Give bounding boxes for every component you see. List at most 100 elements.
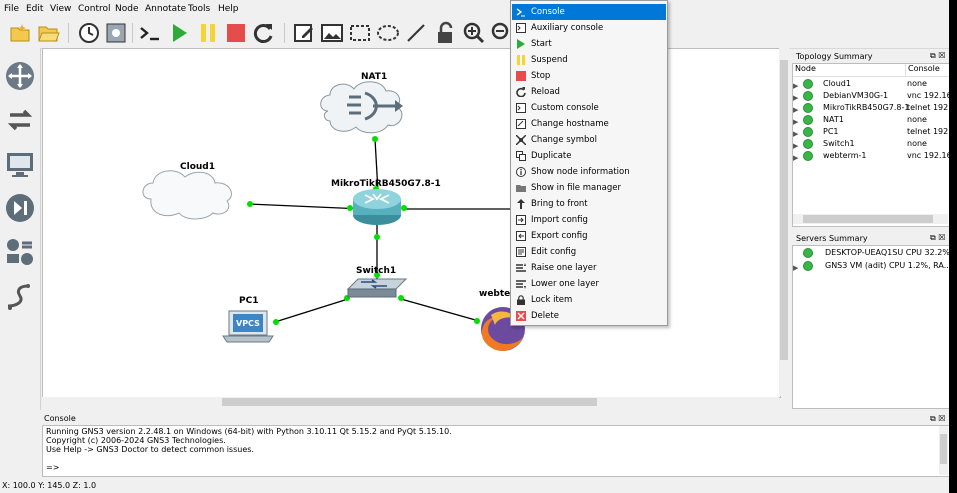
menu-tools[interactable]: Tools [188,4,211,14]
menu-delete[interactable]: Delete [512,308,666,324]
column-console[interactable]: Console [905,64,952,77]
menu-help[interactable]: Help [218,4,239,14]
console-scrollbar[interactable] [939,426,948,475]
expand-arrow-icon[interactable]: ▶ [793,118,799,126]
add-note-icon[interactable] [292,21,316,45]
status-green-icon [803,151,813,161]
canvas-vertical-scrollbar[interactable] [779,48,789,396]
menu-change-symbol[interactable]: Change symbol [512,132,666,148]
console-all-icon[interactable] [138,21,162,45]
link-endpoint [372,136,378,142]
open-project-icon[interactable] [36,21,60,45]
menu-auxiliary-console[interactable]: Auxiliary console [512,20,666,36]
menu-start[interactable]: Start [512,36,666,52]
switches-icon[interactable] [4,104,36,136]
suspend-all-icon[interactable] [196,21,220,45]
menu-show-in-file-manager[interactable]: Show in file manager [512,180,666,196]
menu-import-config[interactable]: Import config [512,212,666,228]
menu-raise-one-layer[interactable]: Raise one layer [512,260,666,276]
servers-dock-buttons[interactable]: ⧉ ☒ [930,233,946,242]
menu-console[interactable]: Console [512,4,666,20]
server-row[interactable]: DESKTOP-UEAQ1SU CPU 32.2%... [793,248,957,260]
menu-node[interactable]: Node [115,4,139,14]
lock-icon[interactable] [434,21,458,45]
link-endpoint [374,234,380,240]
status-green-icon [803,248,813,258]
stop-icon [516,71,526,81]
insert-picture-icon[interactable] [320,21,344,45]
expand-arrow-icon[interactable]: ▶ [793,82,799,90]
link-endpoint [401,205,407,211]
topology-row[interactable]: ▶ webterm-1 vnc 192.168 [793,151,957,162]
topology-row[interactable]: ▶ MikroTikRB450G7.8-1 telnet 192.1 [793,103,956,114]
menu-reload[interactable]: Reload [512,84,666,100]
menu-lock-item[interactable]: Lock item [512,292,666,308]
edit-config-icon [516,247,526,257]
folder-icon [516,185,526,192]
lower-layer-icon [516,280,526,289]
start-all-icon[interactable] [167,21,191,45]
expand-arrow-icon[interactable]: ▶ [793,142,799,150]
clock-icon[interactable] [77,21,101,45]
menu-stop[interactable]: Stop [512,68,666,84]
end-devices-icon[interactable] [4,148,36,180]
menu-annotate[interactable]: Annotate [145,4,187,14]
menu-control[interactable]: Control [78,4,111,14]
bring-front-icon [517,199,525,209]
menu-file[interactable]: File [4,4,20,14]
delete-icon [516,311,526,321]
menu-edit-config[interactable]: Edit config [512,244,666,260]
menu-show-node-information[interactable]: Show node information [512,164,666,180]
stop-all-icon[interactable] [224,21,248,45]
topology-row[interactable]: ▶ PC1 telnet 192.1 [793,127,956,138]
zoom-out-icon[interactable] [490,21,514,45]
draw-line-icon[interactable] [404,21,428,45]
menu-duplicate[interactable]: Duplicate [512,148,666,164]
topology-row[interactable]: ▶ Switch1 none [793,139,927,150]
topology-row[interactable]: ▶ NAT1 none [793,115,927,126]
menu-suspend[interactable]: Suspend [512,52,666,68]
snapshot-icon[interactable] [104,21,128,45]
draw-ellipse-icon[interactable] [376,21,400,45]
canvas-horizontal-scrollbar[interactable] [42,397,779,407]
server-row[interactable]: ▶ GNS3 VM (adit) CPU 1.2%, RA... [793,261,952,272]
add-link-icon[interactable] [4,282,36,314]
topology-canvas[interactable]: NAT1 Cloud1 MikroTikRB450G7.8-1 Switch1 … [42,48,781,398]
expand-arrow-icon[interactable]: ▶ [793,106,799,114]
menu-export-config[interactable]: Export config [512,228,666,244]
expand-arrow-icon[interactable]: ▶ [793,94,799,102]
draw-rectangle-icon[interactable] [348,21,372,45]
topology-row[interactable]: ▶ Cloud1 none [793,79,927,90]
zoom-in-icon[interactable] [462,21,486,45]
pc1-node-icon [222,310,274,343]
menu-bar: File Edit View Control Node Annotate Too… [0,0,957,18]
menu-bring-to-front[interactable]: Bring to front [512,196,666,212]
console-dock-buttons[interactable]: ⧉ ☒ [930,414,946,423]
all-devices-icon[interactable] [4,236,36,268]
menu-custom-console[interactable]: Custom console [512,100,666,116]
topology-horizontal-scrollbar[interactable] [793,214,948,224]
expand-arrow-icon[interactable]: ▶ [793,130,799,138]
new-project-icon[interactable] [8,21,32,45]
menu-lower-one-layer[interactable]: Lower one layer [512,276,666,292]
column-node[interactable]: Node [793,64,905,77]
link-endpoint [347,205,353,211]
expand-arrow-icon[interactable]: ▶ [793,154,799,162]
reload-all-icon[interactable] [252,21,276,45]
raise-layer-icon [516,263,526,272]
cloud1-node-icon [142,170,232,220]
console-output[interactable]: Running GNS3 version 2.2.48.1 on Windows… [42,425,950,477]
menu-view[interactable]: View [50,4,72,14]
topology-row[interactable]: ▶ DebianVM30G-1 vnc 192.168 [793,91,957,102]
console-prompt[interactable]: => [46,463,60,472]
switch-node-icon [346,278,408,298]
expand-arrow-icon[interactable]: ▶ [793,264,799,272]
link-endpoint [374,272,380,278]
menu-change-hostname[interactable]: Change hostname [512,116,666,132]
link-endpoint [273,319,279,325]
menu-edit[interactable]: Edit [26,4,44,14]
security-devices-icon[interactable] [4,192,36,224]
router-label: MikroTikRB450G7.8-1 [331,179,441,189]
routers-icon[interactable] [4,60,36,92]
topology-dock-buttons[interactable]: ⧉ ☒ [930,51,946,60]
